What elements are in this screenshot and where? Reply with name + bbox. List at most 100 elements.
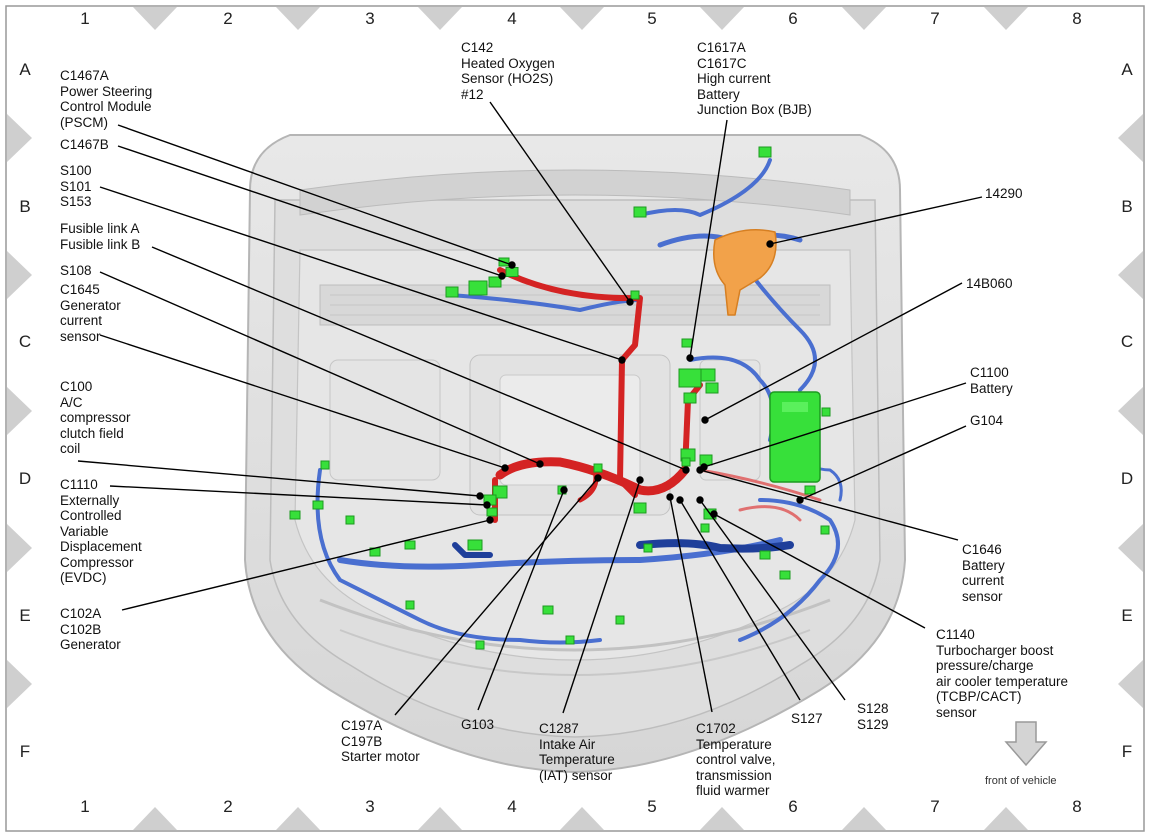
grid-marker-top-4 xyxy=(560,7,604,30)
grid-markers-top xyxy=(133,7,1028,30)
grid-marker-bottom-5 xyxy=(700,807,744,830)
grid-row-left-c: C xyxy=(18,332,32,351)
callout-c1646: C1646 Battery current sensor xyxy=(962,542,1005,604)
grid-marker-bottom-7 xyxy=(984,807,1028,830)
leader-line-13 xyxy=(477,489,565,711)
leader-line-19 xyxy=(699,469,959,541)
grid-column-bottom-4: 4 xyxy=(507,797,517,816)
leader-dot-14 xyxy=(636,476,644,484)
connector-6 xyxy=(630,290,640,300)
leader-dot-16 xyxy=(676,496,684,504)
grid-column-top-2: 2 xyxy=(223,9,233,28)
connector-4 xyxy=(488,276,502,288)
connector-33 xyxy=(804,485,816,495)
leader-line-7 xyxy=(99,271,541,465)
grid-marker-left-5 xyxy=(7,660,32,708)
grid-marker-top-3 xyxy=(418,7,462,30)
leader-dot-18 xyxy=(710,510,718,518)
grid-marker-right-4 xyxy=(1118,524,1143,572)
callout-c1140: C1140 Turbocharger boost pressure/charge… xyxy=(936,627,1069,720)
grid-row-right-b: B xyxy=(1121,197,1133,216)
callout-s127: S127 xyxy=(791,711,823,726)
connector-19 xyxy=(486,507,498,517)
connector-5 xyxy=(445,286,459,298)
grid-row-left-f: F xyxy=(19,742,31,761)
grid-column-top-5: 5 xyxy=(647,9,657,28)
grid-marker-top-5 xyxy=(700,7,744,30)
leader-line-15 xyxy=(669,496,713,713)
leader-line-9 xyxy=(77,460,481,497)
connector-24 xyxy=(467,539,483,551)
leader-dot-5 xyxy=(618,356,626,364)
connector-9 xyxy=(681,338,693,348)
connector-35 xyxy=(615,615,625,625)
grid-column-top-6: 6 xyxy=(788,9,798,28)
grid-markers-bottom xyxy=(133,807,1028,830)
leader-line-17 xyxy=(699,499,846,701)
grid-row-right-a: A xyxy=(1121,60,1133,79)
connector-22 xyxy=(633,502,647,514)
connector-34 xyxy=(820,525,830,535)
connector-30 xyxy=(345,515,355,525)
grid-marker-left-3 xyxy=(7,387,32,435)
callout-g103: G103 xyxy=(461,717,495,732)
callout-fusible: Fusible link A Fusible link B xyxy=(60,221,141,252)
callout-c1617: C1617A C1617C High current Battery Junct… xyxy=(697,40,812,117)
grid-markers-right xyxy=(1118,114,1143,708)
diagram-border xyxy=(5,5,1145,832)
grid-marker-bottom-2 xyxy=(276,807,320,830)
leader-line-14 xyxy=(562,479,641,714)
leader-dot-20 xyxy=(796,496,804,504)
connector-3 xyxy=(468,280,488,296)
callout-s128: S128 S129 xyxy=(857,701,889,732)
grid-row-left-a: A xyxy=(19,60,31,79)
grid-row-left-d: D xyxy=(18,469,32,488)
connector-27 xyxy=(320,460,330,470)
leader-line-22 xyxy=(704,282,963,421)
leader-line-2 xyxy=(689,119,728,359)
connector-11 xyxy=(700,368,716,382)
connectors xyxy=(289,146,831,650)
callout-c1645: C1645 Generator current sensor xyxy=(60,282,121,344)
leader-dot-13 xyxy=(560,486,568,494)
grid-column-bottom-8: 8 xyxy=(1072,797,1082,816)
grid-row-right-d: D xyxy=(1120,469,1134,488)
leader-line-10 xyxy=(109,485,488,506)
leader-line-4 xyxy=(117,145,503,277)
leader-dot-15 xyxy=(666,493,674,501)
grid-column-bottom-2: 2 xyxy=(223,797,233,816)
connector-40 xyxy=(643,543,653,553)
leader-dot-8 xyxy=(501,464,509,472)
grid-marker-top-1 xyxy=(133,7,177,30)
grid-column-top-1: 1 xyxy=(80,9,90,28)
grid-marker-top-2 xyxy=(276,7,320,30)
leader-line-3 xyxy=(117,124,513,266)
connector-25 xyxy=(404,540,416,550)
grid-column-top-4: 4 xyxy=(507,9,517,28)
grid-marker-right-3 xyxy=(1118,387,1143,435)
leader-line-16 xyxy=(679,499,801,701)
grid-marker-left-2 xyxy=(7,251,32,299)
grid-marker-right-2 xyxy=(1118,251,1143,299)
leader-dot-17 xyxy=(696,496,704,504)
grid-column-bottom-6: 6 xyxy=(788,797,798,816)
connector-20 xyxy=(593,463,603,473)
connector-7 xyxy=(633,206,647,218)
connector-15 xyxy=(699,454,713,466)
connector-36 xyxy=(405,600,415,610)
grid-column-bottom-7: 7 xyxy=(930,797,940,816)
callout-c142: C142 Heated Oxygen Sensor (HO2S) #12 xyxy=(461,40,555,102)
connector-31 xyxy=(759,550,771,560)
callout-c1287: C1287 Intake Air Temperature (IAT) senso… xyxy=(539,721,615,783)
grid-marker-top-7 xyxy=(984,7,1028,30)
connector-32 xyxy=(779,570,791,580)
callout-leader-lines xyxy=(77,101,983,716)
callout-c1100: C1100 Battery xyxy=(970,365,1013,396)
leader-dot-3 xyxy=(508,261,516,269)
grid-marker-right-5 xyxy=(1118,660,1143,708)
callout-g104: G104 xyxy=(970,413,1004,428)
grid-marker-left-1 xyxy=(7,114,32,162)
grid-marker-left-4 xyxy=(7,524,32,572)
